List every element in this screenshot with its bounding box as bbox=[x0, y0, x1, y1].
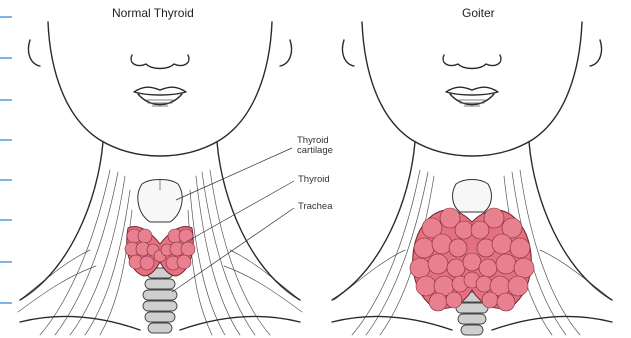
normal-thyroid-title: Normal Thyroid bbox=[112, 6, 194, 20]
goiter-figure bbox=[332, 22, 612, 335]
nose-right bbox=[443, 55, 501, 69]
jaw-left-side bbox=[28, 40, 40, 66]
clavicle-left bbox=[20, 316, 140, 330]
face-outline-left bbox=[48, 22, 272, 156]
clavicle-right bbox=[180, 316, 300, 330]
thyroid-cartilage-right bbox=[453, 180, 492, 213]
clavicle-left-goiter bbox=[332, 316, 452, 330]
neck-right-edge-goiter bbox=[529, 142, 612, 300]
label-thyroid-cartilage: Thyroid cartilage bbox=[297, 136, 333, 156]
lips-right bbox=[446, 87, 498, 95]
neck-left-edge bbox=[20, 142, 103, 300]
margin-rules bbox=[0, 17, 12, 303]
clavicle-right-goiter bbox=[492, 316, 612, 330]
label-trachea: Trachea bbox=[298, 202, 333, 212]
jaw-right-side bbox=[280, 40, 292, 66]
neck-right-edge bbox=[217, 142, 300, 300]
label-thyroid-cartilage-line2: cartilage bbox=[297, 146, 333, 156]
nose-left bbox=[131, 55, 189, 69]
neck-left-edge-goiter bbox=[332, 142, 415, 300]
face-outline-right bbox=[362, 22, 582, 156]
jaw-right-panel-right bbox=[590, 40, 602, 66]
leader-thyroid bbox=[186, 181, 294, 242]
jaw-right-panel-left bbox=[342, 40, 354, 66]
goiter-title: Goiter bbox=[462, 6, 495, 20]
trachea-left bbox=[143, 268, 177, 333]
label-thyroid: Thyroid bbox=[298, 175, 330, 185]
normal-thyroid-figure bbox=[18, 22, 302, 335]
lips-left bbox=[134, 87, 186, 95]
